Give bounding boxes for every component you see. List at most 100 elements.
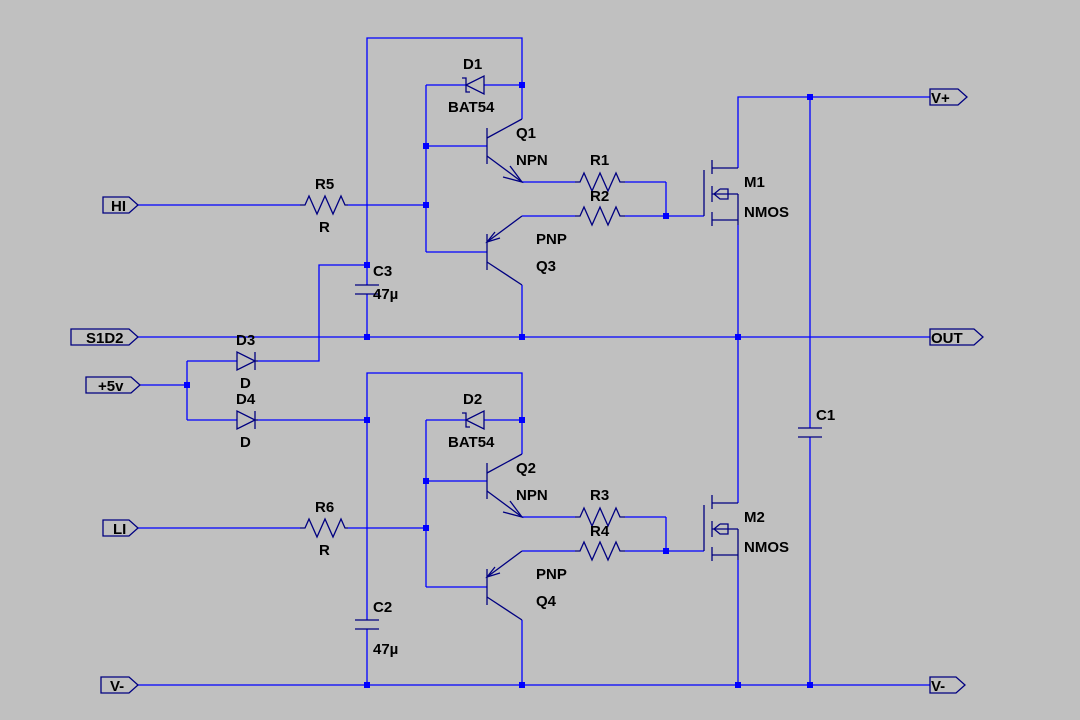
c2-value-label: 47µ xyxy=(373,641,398,658)
m2-type-label: NMOS xyxy=(744,539,789,556)
port-vminus-left-flag xyxy=(100,676,139,694)
r5-value-label: R xyxy=(319,219,330,236)
m1-mosfet xyxy=(703,160,739,226)
junction-dot xyxy=(519,334,525,340)
q3-type-label: PNP xyxy=(536,231,567,248)
r2-resistor xyxy=(575,205,625,227)
junction-dot xyxy=(184,382,190,388)
port-s1d2-flag xyxy=(70,328,139,346)
d4-diode xyxy=(236,409,258,431)
port-vplus-flag xyxy=(929,88,968,106)
junction-dot xyxy=(663,213,669,219)
q4-name-label: Q4 xyxy=(536,593,557,610)
d4-value-label: D xyxy=(240,434,251,451)
port-hi-flag xyxy=(102,196,139,214)
r5-name-label: R5 xyxy=(315,176,334,193)
junction-dot xyxy=(423,478,429,484)
d3-body xyxy=(236,350,257,372)
junction-dot xyxy=(519,682,525,688)
q3-transistor xyxy=(485,215,523,286)
junction-dot xyxy=(519,82,525,88)
junction-dot xyxy=(364,334,370,340)
q2-transistor xyxy=(486,453,524,519)
component-labels: D1 BAT54 Q1 NPN R1 R2 M1 NMOS R5 R PNP Q… xyxy=(236,56,835,658)
d2-value-label: BAT54 xyxy=(448,434,495,451)
m2-name-label: M2 xyxy=(744,509,765,526)
c1-name-label: C1 xyxy=(816,407,835,424)
d1-diode xyxy=(462,74,485,96)
junction-dot xyxy=(364,262,370,268)
wire xyxy=(366,37,523,265)
r1-name-label: R1 xyxy=(590,152,609,169)
junction-dot xyxy=(423,143,429,149)
q2-type-label: NPN xyxy=(516,487,548,504)
c2-name-label: C2 xyxy=(373,599,392,616)
q1-emitter-arrow xyxy=(502,165,524,184)
m1-type-label: NMOS xyxy=(744,204,789,221)
r1-resistor xyxy=(575,171,625,193)
r4-resistor xyxy=(575,540,625,562)
d4-body xyxy=(236,409,257,431)
q4-emitter xyxy=(486,550,523,578)
port-li-flag xyxy=(102,519,139,537)
r2-name-label: R2 xyxy=(590,188,609,205)
junction-dot xyxy=(364,682,370,688)
q1-name-label: Q1 xyxy=(516,125,536,142)
q2-emitter xyxy=(486,490,523,518)
q2-collector xyxy=(486,453,523,474)
wires xyxy=(138,37,930,686)
q3-name-label: Q3 xyxy=(536,258,556,275)
junction-dot xyxy=(807,94,813,100)
q1-emitter xyxy=(486,155,523,183)
d4-name-label: D4 xyxy=(236,391,256,408)
port-li-label: LI xyxy=(113,521,126,538)
d2-name-label: D2 xyxy=(463,391,482,408)
c3-capacitor xyxy=(355,284,379,295)
r6-resistor xyxy=(300,517,348,539)
port-labels: HI LI S1D2 +5v V- V+ OUT V- xyxy=(86,90,963,695)
q1-transistor xyxy=(486,118,524,184)
m1-name-label: M1 xyxy=(744,174,765,191)
q4-type-label: PNP xyxy=(536,566,567,583)
d1-bar xyxy=(462,77,470,93)
components xyxy=(236,74,822,630)
d1-name-label: D1 xyxy=(463,56,482,73)
junction-dot xyxy=(735,334,741,340)
wire xyxy=(737,96,930,168)
port-5v-label: +5v xyxy=(98,378,124,395)
m1-arrow xyxy=(712,188,729,200)
q4-collector xyxy=(486,596,523,621)
wire xyxy=(258,264,367,362)
junction-dot xyxy=(735,682,741,688)
q2-emitter-arrow xyxy=(502,500,524,519)
port-vminus-right-label: V- xyxy=(931,678,945,695)
wire xyxy=(366,372,523,620)
port-out-label: OUT xyxy=(931,330,963,347)
r6-value-label: R xyxy=(319,542,330,559)
c3-name-label: C3 xyxy=(373,263,392,280)
d2-diode xyxy=(462,409,485,431)
junction-dot xyxy=(519,417,525,423)
port-vminus-left-label: V- xyxy=(110,678,124,695)
port-vminus-right-flag xyxy=(929,676,966,694)
d1-value-label: BAT54 xyxy=(448,99,495,116)
r5-resistor xyxy=(300,194,348,216)
port-s1d2-label: S1D2 xyxy=(86,330,124,347)
junction-dot xyxy=(423,202,429,208)
r3-name-label: R3 xyxy=(590,487,609,504)
port-vplus-label: V+ xyxy=(931,90,950,107)
d2-bar xyxy=(462,412,470,428)
junction-dot xyxy=(364,417,370,423)
q3-emitter-arrow xyxy=(485,231,501,244)
r3-resistor xyxy=(575,506,625,528)
r6-name-label: R6 xyxy=(315,499,334,516)
port-out-flag xyxy=(929,328,984,346)
q1-collector xyxy=(486,118,523,139)
junction-dot xyxy=(423,525,429,531)
m2-mosfet xyxy=(703,495,739,561)
junctions xyxy=(184,82,813,688)
q3-collector xyxy=(486,261,523,286)
d3-name-label: D3 xyxy=(236,332,255,349)
